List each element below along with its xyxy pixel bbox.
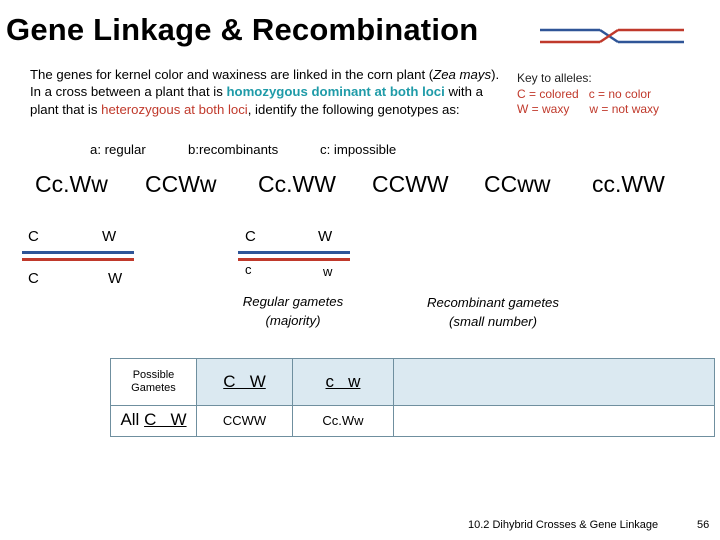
problem-statement: The genes for kernel color and waxiness … <box>30 67 500 117</box>
regular-gamete-1[interactable]: C W <box>196 358 293 406</box>
category-recombinants: b:recombinants <box>188 142 279 157</box>
regular-gamete-2[interactable]: c w <box>292 358 394 406</box>
genotype-option-4[interactable]: CCWW <box>372 171 449 197</box>
offspring-recombinant-cell[interactable] <box>393 405 715 437</box>
slide-footer: 10.2 Dihybrid Crosses & Gene Linkage <box>468 519 659 531</box>
right-chromosome-top <box>238 251 350 254</box>
genotype-option-2[interactable]: CCWw <box>145 171 217 197</box>
left-top-allele-1: C <box>28 228 39 245</box>
genotype-option-3[interactable]: Cc.WW <box>258 171 336 197</box>
crossover-icon <box>540 28 684 44</box>
page-number: 56 <box>697 519 710 531</box>
left-top-allele-2: W <box>102 228 117 245</box>
category-impossible: c: impossible <box>320 142 397 157</box>
offspring-cell-2[interactable]: Cc.Ww <box>292 405 394 437</box>
right-chromosome-bottom <box>238 258 350 261</box>
right-top-allele-1: C <box>245 228 256 245</box>
allele-key-title: Key to alleles: <box>517 71 592 85</box>
right-top-allele-2: W <box>318 228 333 245</box>
regular-gametes-caption: Regular gametes (majority) <box>242 294 344 328</box>
right-bottom-allele-1: c <box>245 262 252 277</box>
allele-key-wax: W = waxy w = not waxy <box>517 102 660 116</box>
category-regular: a: regular <box>90 142 146 157</box>
left-bottom-allele-2: W <box>108 270 123 287</box>
gamete-table: Possible Gametes C W c w All C W CCWW Cc… <box>110 358 715 437</box>
allele-key-color: C = colored c = no color <box>517 86 652 101</box>
genotype-option-1[interactable]: Cc.Ww <box>35 171 108 197</box>
recombinant-gametes-caption: Recombinant gametes (small number) <box>427 295 559 329</box>
genotype-option-5[interactable]: CCww <box>484 171 551 197</box>
species-name: Zea mays <box>433 67 492 82</box>
genotype-option-6[interactable]: cc.WW <box>592 171 665 197</box>
all-gametes-label: All C W <box>110 405 197 437</box>
left-bottom-allele-1: C <box>28 270 39 287</box>
homozygous-phrase: homozygous dominant at both loci <box>226 84 445 100</box>
possible-gametes-label: Possible Gametes <box>110 358 197 406</box>
right-bottom-allele-2: w <box>323 264 333 279</box>
left-chromosome-top <box>22 251 134 254</box>
left-chromosome-bottom <box>22 258 134 261</box>
offspring-cell-1[interactable]: CCWW <box>196 405 293 437</box>
heterozygous-phrase: heterozygous at both loci <box>101 101 248 117</box>
allele-key: Key to alleles: C = colored c = no color… <box>517 71 659 118</box>
page-title: Gene Linkage & Recombination <box>6 12 479 47</box>
recombinant-gamete-cell[interactable] <box>393 358 715 406</box>
